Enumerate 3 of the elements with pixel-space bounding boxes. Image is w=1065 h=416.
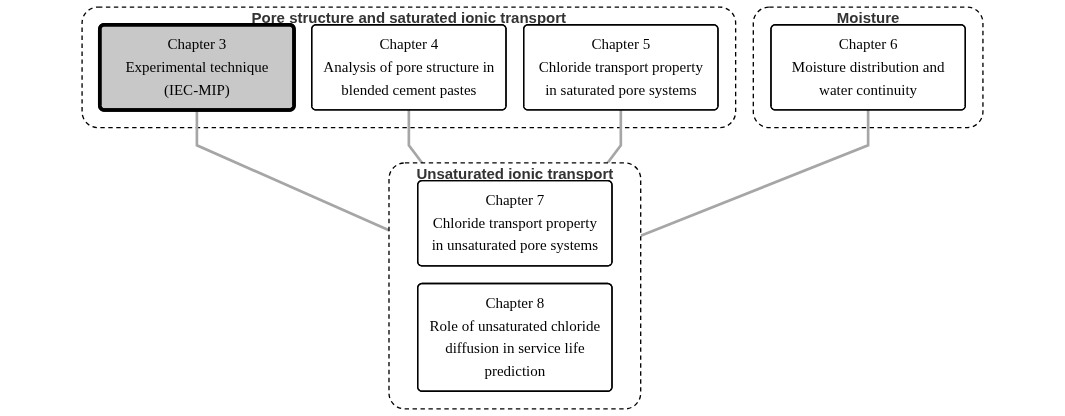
connector bbox=[640, 109, 870, 238]
connector bbox=[407, 109, 424, 164]
connector bbox=[606, 109, 623, 164]
